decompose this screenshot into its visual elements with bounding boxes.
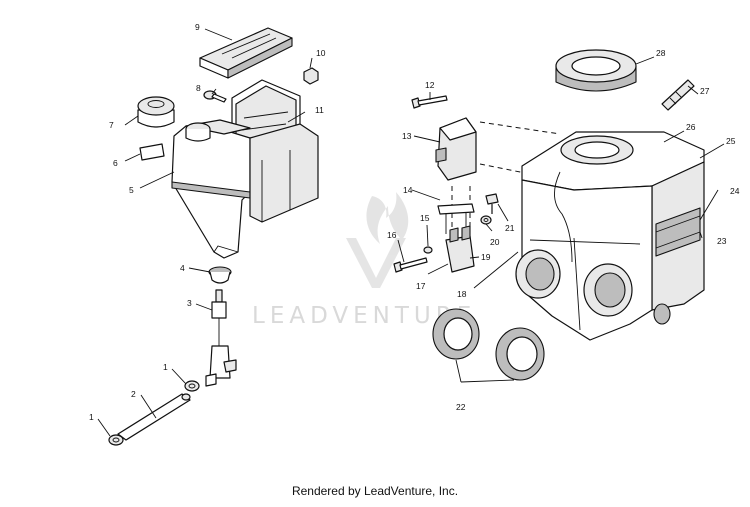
callout-5: 5 xyxy=(129,185,134,195)
part-1-hose-clamp-lower xyxy=(108,434,124,446)
part-22-outlet-gasket-right xyxy=(495,327,545,381)
callout-18: 18 xyxy=(457,289,467,299)
part-5-fuel-tank xyxy=(171,119,319,259)
part-6-decal xyxy=(139,143,165,161)
part-27-clip xyxy=(661,79,695,111)
part-21-screw xyxy=(485,193,499,214)
part-13-ignition-module xyxy=(435,117,477,181)
callout-17: 17 xyxy=(416,281,426,291)
part-8-screw xyxy=(203,90,227,103)
callout-12: 12 xyxy=(425,80,435,90)
part-12-bolt xyxy=(411,95,448,109)
callout-21: 21 xyxy=(505,223,515,233)
watermark: LEADVENTURE xyxy=(252,192,471,329)
callout-15: 15 xyxy=(420,213,430,223)
leader-lines xyxy=(97,28,725,437)
render-credit-footer: Rendered by LeadVenture, Inc. xyxy=(291,484,459,498)
part-15-washer xyxy=(423,246,433,254)
callout-1-upper: 1 xyxy=(163,362,168,372)
exploded-parts-diagram: LEADVENTURE xyxy=(89,22,740,446)
part-28-seal-ring xyxy=(555,49,637,92)
callout-9: 9 xyxy=(195,22,200,32)
callout-4: 4 xyxy=(180,263,185,273)
part-3-fuel-valve xyxy=(205,289,237,387)
part-14-bracket xyxy=(437,203,475,234)
part-19-coil xyxy=(445,225,475,273)
part-4-grommet xyxy=(208,266,232,284)
alignment-line-upper xyxy=(479,121,561,135)
engine-shroud xyxy=(515,131,705,341)
callout-13: 13 xyxy=(402,131,412,141)
callout-2: 2 xyxy=(131,389,136,399)
callout-7: 7 xyxy=(109,120,114,130)
callout-27: 27 xyxy=(700,86,710,96)
callout-14: 14 xyxy=(403,185,413,195)
callout-20: 20 xyxy=(490,237,500,247)
part-16-bolt xyxy=(393,257,428,273)
callout-1-lower: 1 xyxy=(89,412,94,422)
callout-6: 6 xyxy=(113,158,118,168)
part-7-fuel-cap xyxy=(137,96,175,128)
part-9-tank-cover xyxy=(199,27,293,79)
part-2-fuel-line xyxy=(117,393,191,441)
callout-23: 23 xyxy=(717,236,727,246)
callout-3: 3 xyxy=(187,298,192,308)
part-10-nut xyxy=(303,67,319,85)
callout-24: 24 xyxy=(730,186,740,196)
part-1-hose-clamp-upper xyxy=(184,380,200,392)
callout-28: 28 xyxy=(656,48,666,58)
callout-8: 8 xyxy=(196,83,201,93)
callout-10: 10 xyxy=(316,48,326,58)
callout-22: 22 xyxy=(456,402,466,412)
callout-26: 26 xyxy=(686,122,696,132)
part-22-outlet-gasket-left xyxy=(432,308,480,360)
callout-19: 19 xyxy=(481,252,491,262)
callout-25: 25 xyxy=(726,136,736,146)
callout-numbers: 9 10 8 11 7 6 5 4 3 1 2 1 12 13 14 15 16… xyxy=(89,22,740,422)
flame-v-logo-icon xyxy=(346,192,409,288)
callout-11: 11 xyxy=(315,105,324,115)
callout-16: 16 xyxy=(387,230,397,240)
part-20-washer xyxy=(480,215,492,225)
